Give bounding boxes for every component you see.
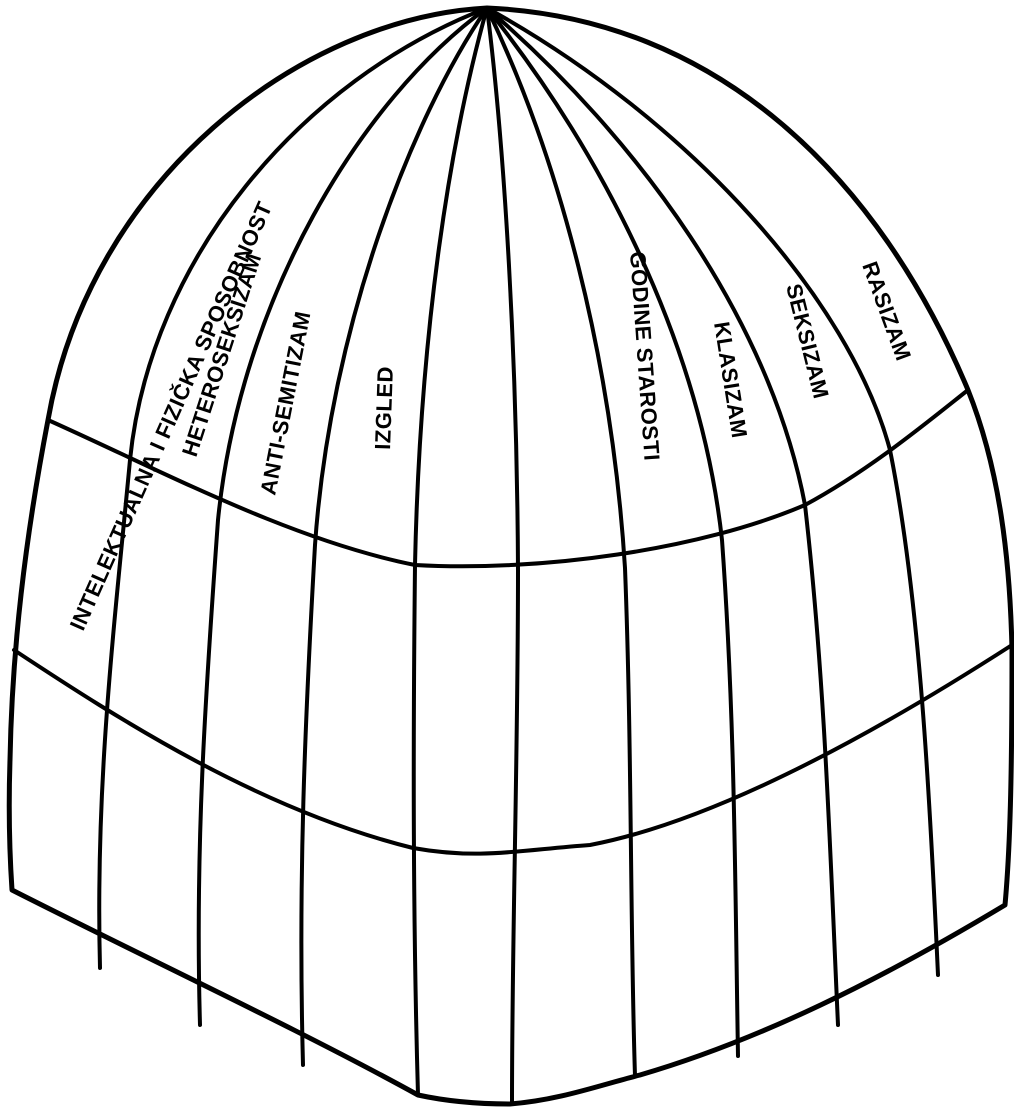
label-age: GODINE STAROSTI bbox=[625, 251, 665, 462]
meridian-line bbox=[301, 8, 487, 1065]
meridian-line bbox=[414, 8, 487, 1095]
meridian-line bbox=[487, 8, 518, 1104]
meridian-line bbox=[487, 8, 838, 1025]
label-classism: KLASIZAM bbox=[709, 320, 752, 440]
dome-outline bbox=[9, 8, 1012, 1104]
meridian-line bbox=[487, 8, 938, 975]
label-sexism: SEKSIZAM bbox=[781, 281, 834, 401]
meridian-line bbox=[487, 8, 635, 1076]
meridian-lines bbox=[99, 8, 938, 1104]
band-line-upper bbox=[48, 390, 968, 566]
label-anti-semitism: ANTI-SEMITIZAM bbox=[255, 309, 315, 497]
band-line-middle bbox=[14, 645, 1012, 854]
meridian-line bbox=[99, 8, 487, 968]
label-appearance: IZGLED bbox=[370, 366, 398, 450]
meridian-line bbox=[199, 8, 487, 1025]
